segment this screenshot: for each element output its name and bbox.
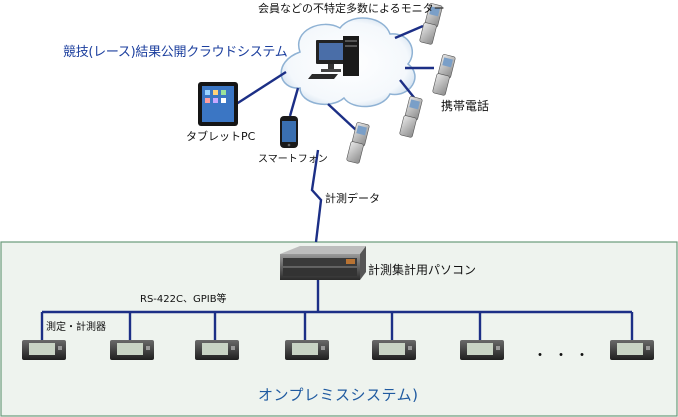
onprem-system-title: オンプレミスシステム) (258, 386, 419, 404)
tablet-icon (198, 82, 238, 126)
measurement-bus (40, 280, 634, 342)
instrument-label: 測定・計測器 (46, 322, 106, 333)
instrument-icon (285, 340, 329, 360)
mobile-phone-icon (419, 3, 443, 45)
mobile-phone-icon (346, 122, 370, 164)
smartphone-icon (280, 116, 298, 148)
cloud-links (229, 24, 434, 131)
aggregation-pc-label: 計測集計用パソコン (368, 263, 477, 277)
more-instruments-ellipsis: ・・・ (533, 348, 596, 364)
data-link-lightning (310, 149, 323, 243)
desktop-computer-icon (308, 36, 359, 79)
mobile-phone-icon (399, 96, 423, 138)
instrument-icon (372, 340, 416, 360)
instrument-icon (110, 340, 154, 360)
smartphone-label: スマートフォン (258, 154, 328, 165)
mobile-phone-icon (432, 54, 456, 96)
cloud-system-title: 競技(レース)結果公開クラウドシステム (63, 45, 288, 60)
tablet-label: タブレットPC (186, 130, 256, 143)
mobile-phone-label: 携帯電話 (441, 99, 490, 113)
aggregation-pc-icon (280, 246, 366, 280)
monitor-caption: 会員などの不特定多数によるモニター (258, 2, 445, 15)
instrument-icon (22, 340, 66, 360)
data-link-label: 計測データ (325, 192, 380, 205)
bus-label: RS-422C、GPIB等 (140, 294, 227, 305)
instrument-icon (460, 340, 504, 360)
instrument-icon (195, 340, 239, 360)
instrument-icon (610, 340, 654, 360)
